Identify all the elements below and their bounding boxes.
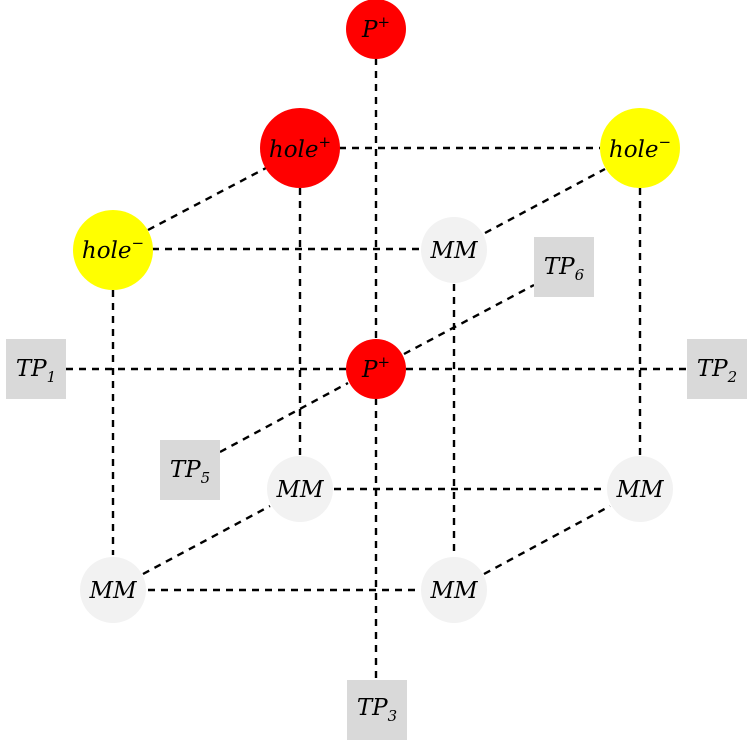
terminal-tp2: [687, 339, 747, 399]
node-hole-minus-right: [600, 108, 680, 188]
edge-hole-minus-left-to-hole-plus: [147, 166, 267, 232]
terminal-tp1: [6, 339, 66, 399]
label-mm-mid-left: MM: [275, 477, 325, 503]
node-mm-back-top: [421, 217, 487, 283]
node-mm-mid-right: [607, 456, 673, 522]
label-hole-minus-left: hole−: [82, 234, 144, 264]
terminal-tp5: [160, 440, 220, 500]
edges: [66, 58, 687, 680]
label-p-center: P+: [361, 353, 390, 383]
label-tp2: TP2: [697, 356, 737, 386]
node-hole-minus-left: [73, 210, 153, 290]
edge-mm-back-top-to-hole-minus-right: [484, 167, 606, 235]
label-tp6: TP6: [544, 254, 585, 284]
node-hole-plus: [260, 108, 340, 188]
node-mm-bottom-right: [421, 557, 487, 623]
label-hole-plus: hole+: [269, 133, 331, 163]
node-mm-bottom-left: [80, 557, 146, 623]
label-mm-mid-right: MM: [615, 477, 665, 503]
nodes: [6, 0, 747, 740]
node-p-center: [346, 339, 406, 399]
label-tp3: TP3: [357, 695, 397, 725]
label-p-top: P+: [361, 13, 390, 43]
terminal-tp3: [347, 680, 407, 740]
label-mm-bottom-left: MM: [88, 578, 138, 604]
label-mm-back-top: MM: [429, 238, 479, 264]
edge-mm-bottom-left-to-mm-mid-left: [142, 504, 271, 576]
label-tp5: TP5: [170, 457, 210, 487]
node-p-top: [346, 0, 406, 59]
edge-mm-bottom-right-to-mm-mid-right: [483, 504, 611, 576]
labels: P+ hole+ hole− hole− MM P+ MM MM MM MM: [16, 13, 737, 725]
edge-tp5-to-center: [219, 381, 349, 454]
label-tp1: TP1: [16, 356, 56, 386]
edge-center-to-tp6: [403, 283, 535, 356]
label-mm-bottom-right: MM: [429, 578, 479, 604]
terminal-tp6: [534, 237, 594, 297]
label-hole-minus-right: hole−: [609, 133, 671, 163]
node-mm-mid-left: [267, 456, 333, 522]
